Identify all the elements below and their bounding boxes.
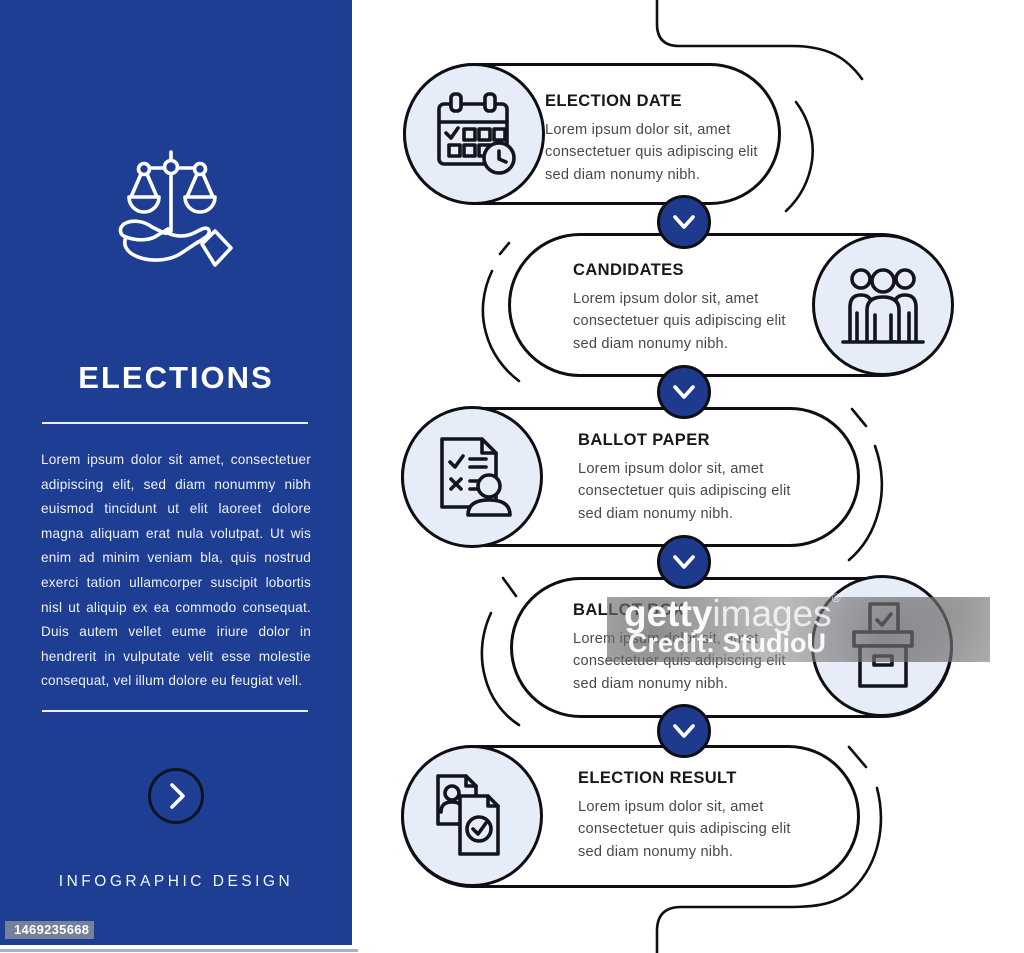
item-text-candidates: CANDIDATES Lorem ipsum dolor sit, amet c… [573, 261, 799, 355]
connector-top [655, 0, 864, 81]
item-title: CANDIDATES [573, 261, 684, 279]
item-text-ballot-paper: BALLOT PAPER Lorem ipsum dolor sit, amet… [578, 431, 804, 525]
sidebar: ELECTIONS Lorem ipsum dolor sit amet, co… [0, 0, 352, 945]
sidebar-title: ELECTIONS [78, 360, 274, 395]
item-description: Lorem ipsum dolor sit, amet consectetuer… [573, 291, 786, 352]
people-group-icon [841, 268, 925, 344]
chevron-down-icon [673, 724, 695, 738]
item-title: ELECTION DATE [545, 92, 682, 110]
item-description: Lorem ipsum dolor sit, amet consectetuer… [545, 122, 758, 183]
item-text-election-date: ELECTION DATE Lorem ipsum dolor sit, ame… [545, 92, 771, 186]
calendar-clock-icon [437, 92, 516, 175]
chevron-down-icon [673, 215, 695, 229]
chevron-down-icon [673, 555, 695, 569]
step-connector-2 [657, 365, 711, 419]
item-description: Lorem ipsum dolor sit, amet consectetuer… [578, 461, 791, 522]
divider-top [42, 422, 308, 424]
getty-watermark: gettyimages® Credit: StudioU [607, 591, 990, 662]
getty-logo: gettyimages® [624, 591, 841, 634]
bottom-edge-line [0, 949, 358, 952]
chevron-down-icon [673, 385, 695, 399]
step-connector-4 [657, 704, 711, 758]
arrow-right-icon [170, 783, 185, 809]
tick-right-item3 [850, 407, 868, 428]
item-text-election-result: ELECTION RESULT Lorem ipsum dolor sit, a… [578, 769, 804, 863]
arc-right-item1 [784, 100, 814, 213]
divider-bottom [42, 710, 308, 712]
arc-left-item4 [480, 611, 521, 727]
icon-circle-candidates [812, 234, 954, 376]
step-connector-3 [657, 535, 711, 589]
result-documents-icon [436, 774, 500, 856]
item-description: Lorem ipsum dolor sit, amet consectetuer… [578, 799, 791, 860]
icon-circle-election-date [403, 63, 545, 205]
connector-bottom [655, 786, 883, 953]
ballot-paper-checklist-icon [440, 437, 512, 517]
image-id-watermark: 1469235668 [5, 921, 94, 939]
sidebar-description: Lorem ipsum dolor sit amet, consectetuer… [41, 452, 311, 689]
sidebar-footer: INFOGRAPHIC DESIGN [58, 873, 294, 890]
icon-circle-ballot-paper [401, 406, 543, 548]
arc-right-item3 [847, 444, 884, 562]
next-button[interactable] [148, 768, 204, 824]
item-title: BALLOT PAPER [578, 431, 710, 449]
arc-left-item2 [481, 269, 521, 383]
tick-left-item2 [498, 241, 511, 256]
tick-right-item5 [847, 745, 868, 769]
getty-credit: Credit: StudioU [628, 628, 826, 658]
item-title: ELECTION RESULT [578, 769, 737, 787]
step-connector-1 [657, 195, 711, 249]
tick-left-item4 [501, 576, 518, 598]
icon-circle-election-result [401, 745, 543, 887]
scales-of-justice-icon [118, 150, 233, 267]
